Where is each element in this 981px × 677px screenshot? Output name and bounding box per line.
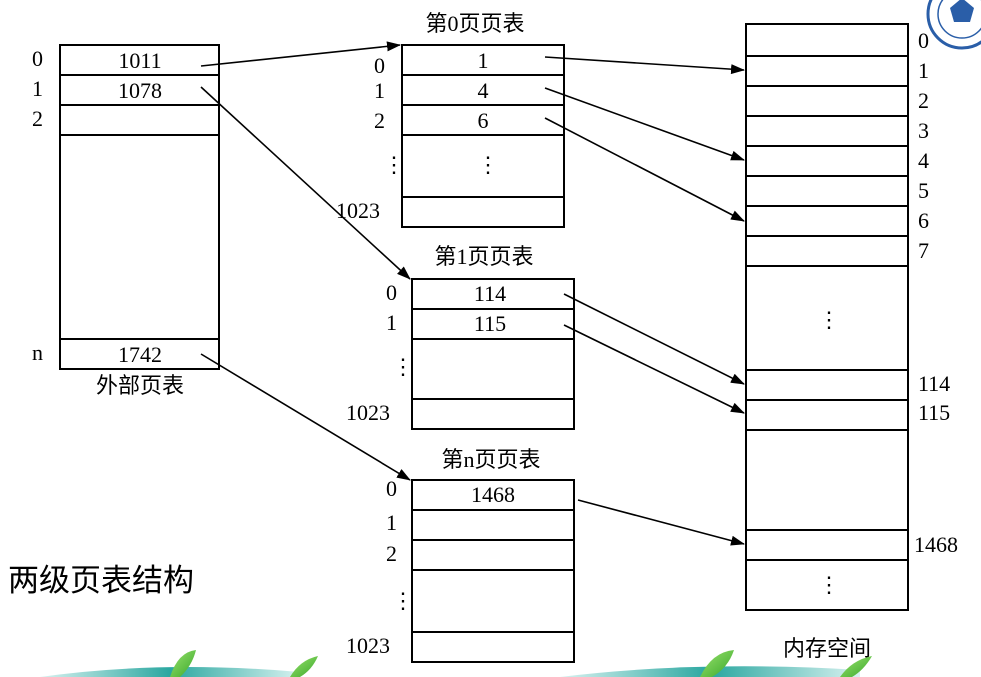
frame-label-1: 1 [918, 58, 929, 83]
outer-gap [59, 134, 220, 340]
frame-label-0: 0 [918, 28, 929, 53]
pt1-value-0: 114 [474, 281, 506, 306]
memory-caption: 内存空间 [783, 636, 871, 661]
arrow-pt0-frame4 [544, 87, 745, 161]
page-table-0: 第0页页表 1 4 6 ⋮ 0 1 2 ⋮ 1023 [336, 11, 565, 228]
ptn-index-0: 0 [386, 476, 397, 501]
arrow-outer0-pt0 [200, 41, 401, 67]
leaf-icon-3 [700, 650, 734, 677]
outer-index-1: 1 [32, 76, 43, 101]
decorative-bottom-border [40, 650, 872, 677]
arrow-outern-ptn [200, 353, 411, 481]
frame-6 [745, 205, 909, 237]
frame-label-3: 3 [918, 118, 929, 143]
frame-1 [745, 55, 909, 87]
frame-1468 [745, 529, 909, 561]
pt0-gap [401, 134, 565, 198]
pt0-value-0: 1 [478, 48, 489, 73]
pt0-index-1023: 1023 [336, 198, 380, 223]
frame-label-2: 2 [918, 88, 929, 113]
arrow-pt0-frame1 [544, 56, 745, 75]
frame-label-6: 6 [918, 208, 929, 233]
pt0-index-0: 0 [374, 53, 385, 78]
ptn-index-1: 1 [386, 510, 397, 535]
pt0-index-2: 2 [374, 108, 385, 133]
frame-gap-2 [745, 429, 909, 531]
frame-7 [745, 235, 909, 267]
page-table-1-title: 第1页页表 [434, 244, 533, 269]
ptn-index-ellipsis: ⋮ [392, 588, 414, 613]
pt1-index-1023: 1023 [346, 400, 390, 425]
ptn-index-2: 2 [386, 541, 397, 566]
arrow-pt1-frame115 [563, 324, 745, 414]
frame-label-7: 7 [918, 238, 929, 263]
memory-ellipsis-2: ⋮ [818, 572, 840, 597]
frame-4 [745, 145, 909, 177]
outer-value-0: 1011 [118, 48, 161, 73]
ptn-gap [411, 569, 575, 633]
frame-115 [745, 399, 909, 431]
pt1-row-1023 [411, 398, 575, 430]
page-table-0-title: 第0页页表 [425, 11, 524, 36]
outer-row-n [59, 338, 220, 370]
frame-label-115: 115 [918, 400, 950, 425]
pt1-value-1: 115 [474, 311, 506, 336]
outer-page-table: 1011 1078 1742 0 1 2 n 外部页表 [32, 44, 220, 398]
frame-2 [745, 85, 909, 117]
page-table-n-title: 第n页页表 [441, 447, 540, 472]
pt1-gap [411, 338, 575, 400]
outer-value-1: 1078 [118, 78, 162, 103]
leaf-icon-1 [170, 650, 196, 677]
frame-tail [745, 559, 909, 611]
pt1-index-0: 0 [386, 280, 397, 305]
ptn-value-0: 1468 [471, 482, 515, 507]
pt0-index-1: 1 [374, 78, 385, 103]
frame-label-114: 114 [918, 371, 950, 396]
pt0-value-1: 4 [478, 78, 489, 103]
frame-label-4: 4 [918, 148, 929, 173]
arrow-ptn-frame1468 [577, 499, 745, 546]
ribbon-left [40, 667, 300, 677]
ptn-row-1 [411, 509, 575, 541]
leaf-icon-4 [840, 656, 872, 677]
outer-index-0: 0 [32, 46, 43, 71]
pt1-row-0 [411, 278, 575, 310]
outer-table-caption: 外部页表 [96, 373, 184, 398]
frame-label-1468: 1468 [914, 532, 958, 557]
outer-row-0 [59, 44, 220, 76]
ptn-row-0 [411, 479, 575, 511]
outer-value-n: 1742 [118, 342, 162, 367]
pt0-value-2: 6 [478, 108, 489, 133]
frame-0 [745, 23, 909, 57]
arrow-pt1-frame114 [563, 293, 745, 385]
page-table-n: 第n页页表 1468 0 1 2 ⋮ 1023 [346, 447, 575, 663]
outer-row-2 [59, 104, 220, 136]
structure-caption: 两级页表结构 [8, 563, 194, 599]
frame-label-5: 5 [918, 178, 929, 203]
pt0-value-ellipsis: ⋮ [477, 152, 499, 177]
leaf-icon-2 [290, 656, 318, 677]
arrow-pt0-frame6 [544, 117, 745, 222]
arrow-outer1-pt1 [200, 86, 411, 280]
university-logo [926, 0, 981, 50]
frame-3 [745, 115, 909, 147]
pt1-index-1: 1 [386, 310, 397, 335]
outer-index-2: 2 [32, 106, 43, 131]
memory-space: ⋮ ⋮ 0 1 2 3 4 5 6 7 114 115 1468 内存空间 [745, 23, 958, 661]
memory-ellipsis-1: ⋮ [818, 307, 840, 332]
frame-114 [745, 369, 909, 401]
pt0-index-ellipsis: ⋮ [383, 152, 405, 177]
ptn-row-1023 [411, 631, 575, 663]
outer-row-1 [59, 74, 220, 106]
outer-index-n: n [32, 340, 43, 365]
mapping-arrows [200, 41, 745, 546]
ptn-row-2 [411, 539, 575, 571]
frame-5 [745, 175, 909, 207]
ptn-index-1023: 1023 [346, 633, 390, 658]
pt0-row-1023 [401, 196, 565, 228]
pt1-index-ellipsis: ⋮ [392, 354, 414, 379]
pt1-row-1 [411, 308, 575, 340]
page-table-1: 第1页页表 114 115 0 1 ⋮ 1023 [346, 244, 575, 430]
